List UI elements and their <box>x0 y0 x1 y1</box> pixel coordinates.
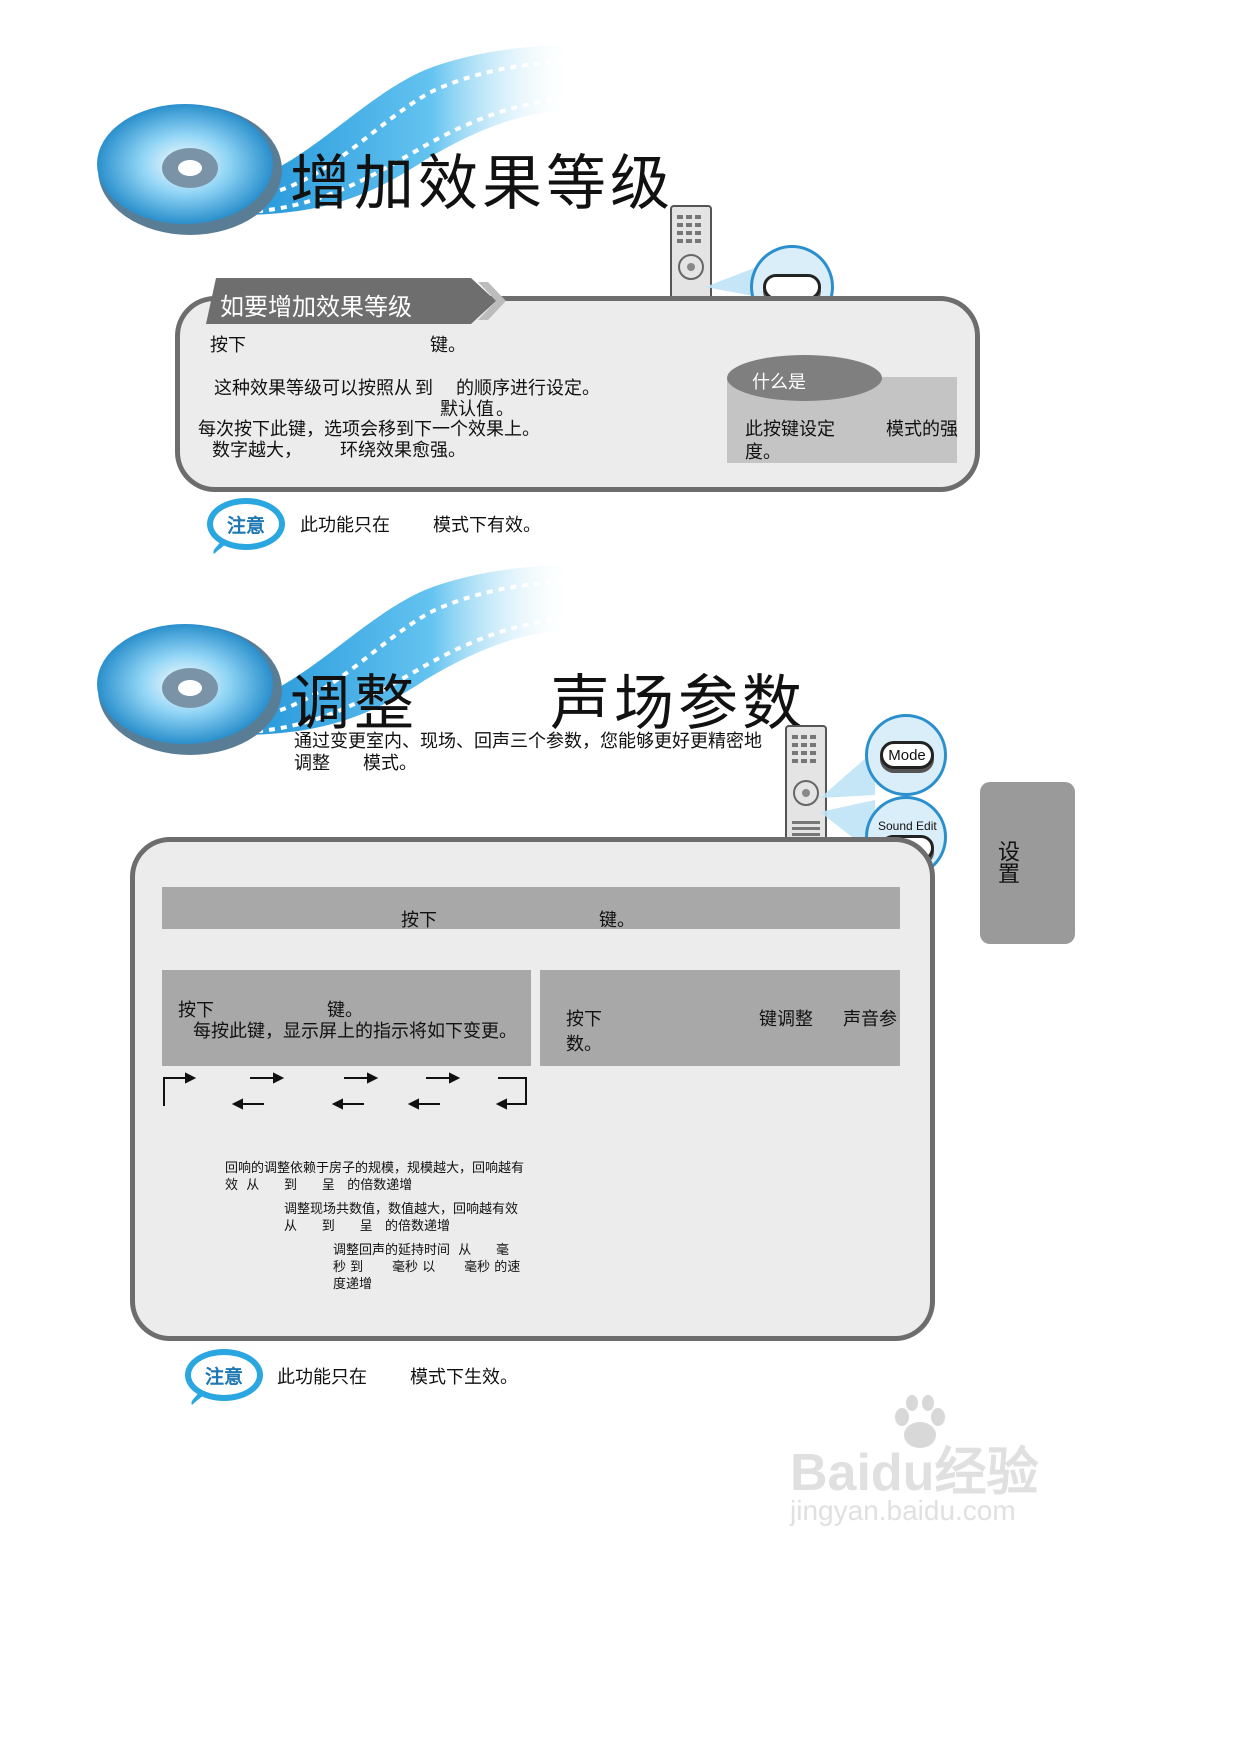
watermark-brand: Baidu经验 <box>790 1444 1039 1502</box>
step-1-text-a: 按下 <box>401 910 437 931</box>
note-2-text-a: 此功能只在 <box>277 1367 367 1388</box>
order-text-b: 到 <box>415 378 433 399</box>
order-text-c: 的顺序进行设定。 <box>456 378 600 399</box>
info-text-b: 模式的强 <box>886 419 958 440</box>
intro-line-1: 通过变更室内、现场、回声三个参数，您能够更好更精密地 <box>294 731 762 752</box>
info-text-c: 度。 <box>745 442 781 463</box>
note-text-a: 此功能只在 <box>300 515 390 536</box>
strength-text-b: 环绕效果愈强。 <box>340 440 466 461</box>
note-text-b: 模式下有效。 <box>433 515 541 536</box>
step-1-text-b: 键。 <box>599 910 635 931</box>
info-title: 什么是 <box>752 372 806 393</box>
desc-3-line-a: 调整回声的延持时间 从 毫 <box>333 1243 510 1258</box>
section-1-title: 增加效果等级 <box>290 149 674 219</box>
mode-button-callout: Mode <box>865 714 947 796</box>
disc-ribbon-illustration-2 <box>97 565 576 755</box>
step-3-text-d: 数。 <box>566 1034 602 1055</box>
order-text-a: 这种效果等级可以按照从 <box>214 378 412 399</box>
default-value-label: 默认值 <box>440 399 494 420</box>
key-text: 键。 <box>430 335 466 356</box>
intro-line-2a: 调整 <box>294 753 330 774</box>
step-3-text-b: 键调整 <box>759 1009 813 1030</box>
note-badge-2: 注意 <box>185 1349 263 1401</box>
strength-text-a: 数字越大， <box>212 440 302 461</box>
remote-key-blank[interactable] <box>763 274 821 300</box>
cycle-text: 每次按下此键，选项会移到下一个效果上。 <box>198 419 540 440</box>
baidu-paw-logo-icon <box>890 1395 950 1455</box>
section-2-title-b: 声场参数 <box>550 669 806 739</box>
section-1-subtitle: 如要增加效果等级 <box>220 293 412 321</box>
intro-line-2b: 模式。 <box>363 753 417 774</box>
desc-2-line-a: 调整现场共数值，数值越大，回响越有效 <box>284 1202 519 1217</box>
step-2-bar <box>162 970 531 1066</box>
mode-button[interactable]: Mode <box>880 741 934 769</box>
step-2-text-a: 按下 <box>178 1000 214 1021</box>
step-2-text-c: 每按此键，显示屏上的指示将如下变更。 <box>193 1021 517 1042</box>
settings-side-tab-label: 设置 <box>994 840 1019 884</box>
desc-1-line-a: 回响的调整依赖于房子的规模，规模越大，回响越有 <box>225 1161 525 1176</box>
press-text: 按下 <box>210 335 246 356</box>
section-2-title-a: 调整 <box>290 669 418 739</box>
settings-side-tab[interactable] <box>980 782 1075 944</box>
step-3-bar <box>540 970 900 1066</box>
watermark-url: jingyan.baidu.com <box>790 1495 1016 1526</box>
disc-ribbon-illustration <box>97 45 576 235</box>
step-1-bar <box>162 887 900 929</box>
cycle-arrows-diagram <box>163 1072 527 1110</box>
info-text-a: 此按键设定 <box>745 419 835 440</box>
desc-2-line-b: 从 到 呈 的倍数递增 <box>284 1219 450 1234</box>
desc-3-line-c: 度递增 <box>333 1277 373 1292</box>
sound-edit-label: Sound Edit <box>878 819 937 833</box>
step-3-text-c: 声音参 <box>843 1009 897 1030</box>
subtitle-tab-shape <box>206 278 506 324</box>
desc-3-line-b: 秒 到 毫秒 以 毫秒 的速 <box>333 1260 521 1275</box>
desc-1-line-b: 效 从 到 呈 的倍数递增 <box>225 1178 413 1193</box>
info-title-pill <box>727 355 882 401</box>
note-badge-tail-2 <box>191 1391 206 1405</box>
note-badge-tail <box>213 540 228 554</box>
step-2-text-b: 键。 <box>327 1000 363 1021</box>
note-badge: 注意 <box>207 498 285 550</box>
step-3-text-a: 按下 <box>566 1009 602 1030</box>
note-2-text-b: 模式下生效。 <box>410 1367 518 1388</box>
default-value-period: 。 <box>496 399 514 420</box>
